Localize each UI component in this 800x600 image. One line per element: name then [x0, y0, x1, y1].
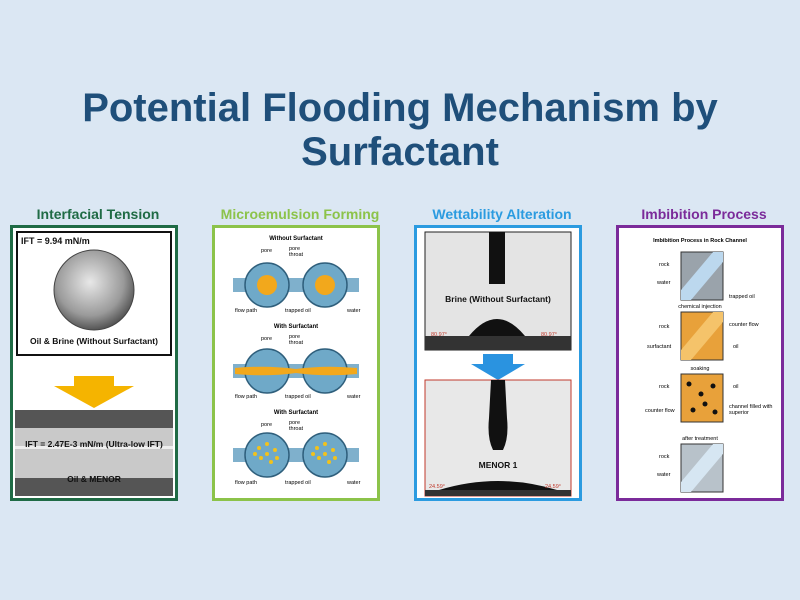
title-line-2: Surfactant	[301, 130, 499, 174]
micro-flow-2: flow path	[235, 394, 258, 400]
imb-s2-rock: rock	[659, 324, 670, 330]
imb-s1-water: water	[657, 280, 671, 286]
wett-top-angle-left: 80.97°	[431, 332, 447, 338]
wett-top-caption: Brine (Without Surfactant)	[445, 294, 551, 304]
panel-imbibition: Imbibition Process in Rock Channel rock …	[616, 225, 784, 501]
imb-s3-oil: oil	[733, 384, 739, 390]
micro-title-3: With Surfactant	[273, 410, 319, 416]
panel-wettability: Brine (Without Surfactant) 80.97° 80.97°…	[414, 225, 582, 501]
micro-section-3	[233, 432, 359, 478]
wett-bottom-angle-right: 24.59°	[545, 484, 561, 490]
micro-pore-3: pore	[261, 422, 273, 428]
imb-box-3	[680, 373, 724, 423]
micro-flow-3: flow path	[235, 480, 258, 486]
heading-imbibition: Imbibition Process	[641, 206, 767, 222]
imb-s4-title: after treatment	[682, 436, 718, 442]
panel-interfacial-tension: IFT = 9.94 mN/m Oil & Brine (Without Sur…	[10, 225, 178, 501]
panel-microemulsion: Without Surfactant pore pore throat flow…	[212, 225, 380, 501]
down-arrow-orange	[54, 376, 134, 408]
micro-title-1: Without Surfactant	[269, 236, 323, 242]
micro-diagram	[233, 262, 359, 478]
ift-top-caption: Oil & Brine (Without Surfactant)	[30, 336, 158, 346]
wett-top-angle-right: 80.97°	[541, 332, 557, 338]
micro-pore-1: pore	[261, 248, 273, 254]
imb-s3-channel: channel filled with superior	[729, 404, 773, 416]
imb-s1-rock: rock	[659, 262, 670, 268]
imb-s4-rock: rock	[659, 454, 670, 460]
down-arrow-blue	[471, 354, 525, 380]
micro-oil-3: trapped oil	[285, 480, 311, 486]
micro-throat-2: pore throat	[289, 334, 304, 346]
micro-flow-1: flow path	[235, 308, 258, 314]
imb-s2-counter: counter flow	[729, 322, 759, 328]
ift-bottom-caption: Oil & MENOR	[67, 474, 121, 484]
brine-drop	[469, 319, 525, 336]
imb-s3-counter: counter flow	[645, 408, 675, 414]
micro-section-2	[233, 348, 359, 394]
imb-s2-oil: oil	[733, 344, 739, 350]
imb-s2-surf: surfactant	[647, 344, 672, 350]
ift-top-value: IFT = 9.94 mN/m	[21, 236, 90, 246]
micro-water-2: water	[347, 394, 361, 400]
imb-s1-oil: trapped oil	[729, 294, 755, 300]
micro-oil-2: trapped oil	[285, 394, 311, 400]
imb-diagram	[680, 251, 724, 493]
heading-interfacial-tension: Interfacial Tension	[36, 206, 160, 222]
micro-throat-1: pore throat	[289, 246, 304, 258]
micro-title-2: With Surfactant	[273, 324, 319, 330]
imb-s2-title: chemical injection	[678, 304, 722, 310]
page-title: Potential Flooding Mechanism by Surfacta…	[0, 86, 800, 174]
wett-bottom-caption: MENOR 1	[478, 460, 518, 470]
menor-drop	[439, 481, 557, 490]
micro-oil-1: trapped oil	[285, 308, 311, 314]
wett-bottom-angle-left: 24.59°	[429, 484, 445, 490]
heading-microemulsion: Microemulsion Forming	[220, 206, 380, 222]
micro-water-3: water	[347, 480, 361, 486]
ift-diagram	[15, 231, 173, 496]
micro-section-1	[233, 262, 359, 308]
imb-box-4	[680, 443, 724, 493]
imb-s3-rock: rock	[659, 384, 670, 390]
wett-diagram	[424, 231, 572, 497]
micro-pore-2: pore	[261, 336, 273, 342]
imb-s3-title: soaking	[690, 366, 710, 372]
imb-box-2	[680, 311, 724, 361]
needle-top	[489, 232, 505, 284]
heading-wettability: Wettability Alteration	[432, 206, 572, 222]
ift-bottom-value: IFT = 2.47E-3 mN/m (Ultra-low IFT)	[25, 439, 163, 449]
micro-water-1: water	[347, 308, 361, 314]
oil-droplet	[53, 249, 135, 331]
imb-s4-water: water	[657, 472, 671, 478]
needle-bottom	[488, 380, 508, 450]
micro-throat-3: pore throat	[289, 420, 304, 432]
title-line-1: Potential Flooding Mechanism by	[82, 86, 718, 130]
imb-inner-title: Imbibition Process in Rock Channel	[653, 238, 747, 244]
imb-box-1	[680, 251, 724, 301]
